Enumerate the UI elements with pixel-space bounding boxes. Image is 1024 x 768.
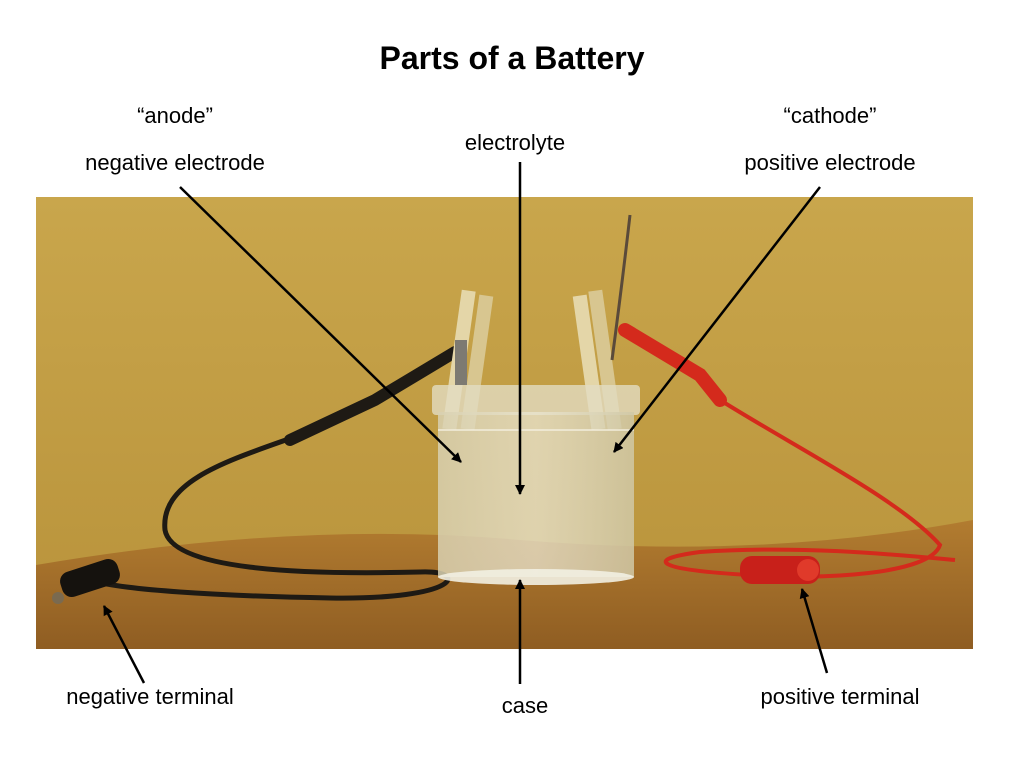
cathode-label: positive electrode: [744, 150, 916, 175]
negative-terminal-arrow: [102, 605, 146, 684]
anode-label: negative electrode: [85, 150, 265, 175]
positive-terminal-plug: [740, 556, 820, 584]
glass-jar: [432, 385, 640, 585]
cathode-arrow: [613, 186, 821, 453]
case-label: case: [501, 693, 549, 718]
positive-terminal-label: positive terminal: [760, 684, 920, 709]
anode-arrow: [179, 186, 462, 463]
diagram-title: Parts of a Battery: [379, 40, 645, 76]
black-wire: [89, 346, 461, 601]
negative-terminal-label: negative terminal: [66, 684, 234, 709]
positive-terminal-arrow: [799, 588, 829, 674]
cathode-quote-label: “cathode”: [783, 103, 877, 128]
electrolyte-label: electrolyte: [464, 130, 566, 155]
anode-quote-label: “anode”: [137, 103, 213, 128]
negative-terminal-plug: [52, 558, 120, 604]
